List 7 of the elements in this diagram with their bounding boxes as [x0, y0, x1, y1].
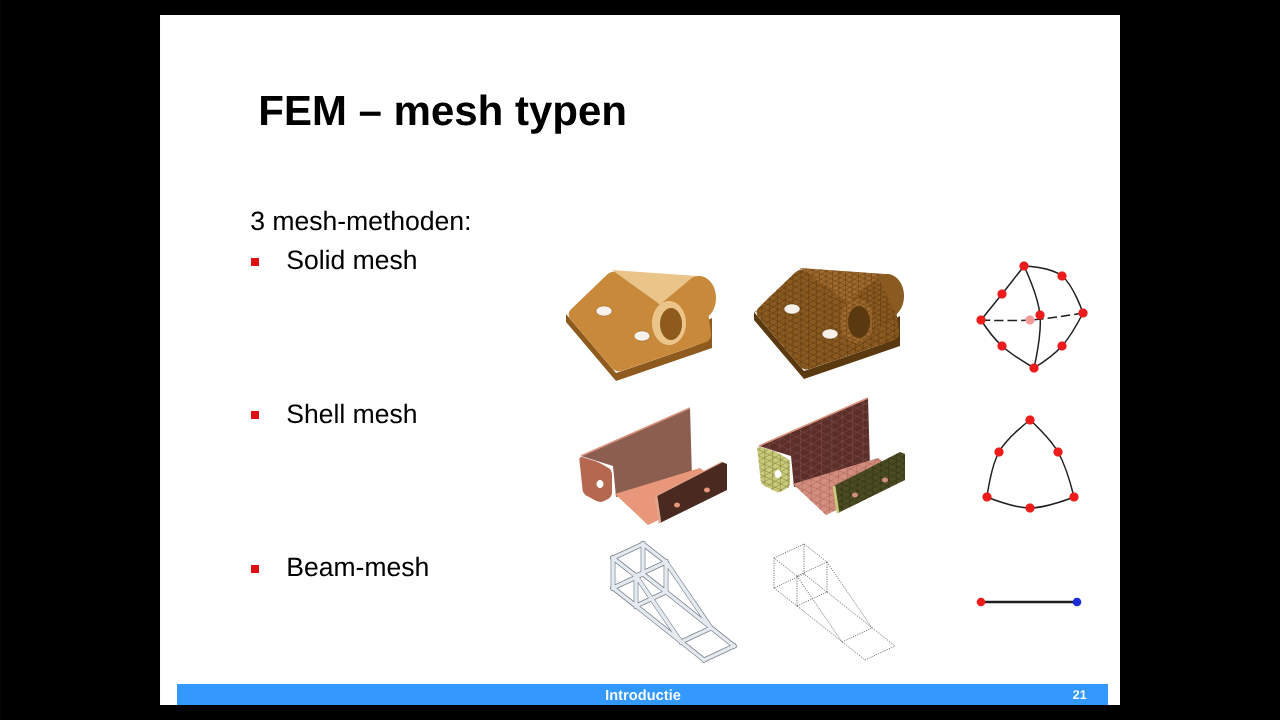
page-number: 21 — [1073, 690, 1087, 699]
list-item-text: Solid mesh — [287, 249, 416, 270]
list-item-text: Shell mesh — [287, 403, 416, 424]
slide-title: FEM – mesh typen — [261, 94, 625, 134]
intro-text: 3 mesh-methoden: — [251, 210, 470, 231]
list-item-text: Beam-mesh — [288, 556, 428, 577]
footer-text: Introductie — [606, 689, 681, 701]
